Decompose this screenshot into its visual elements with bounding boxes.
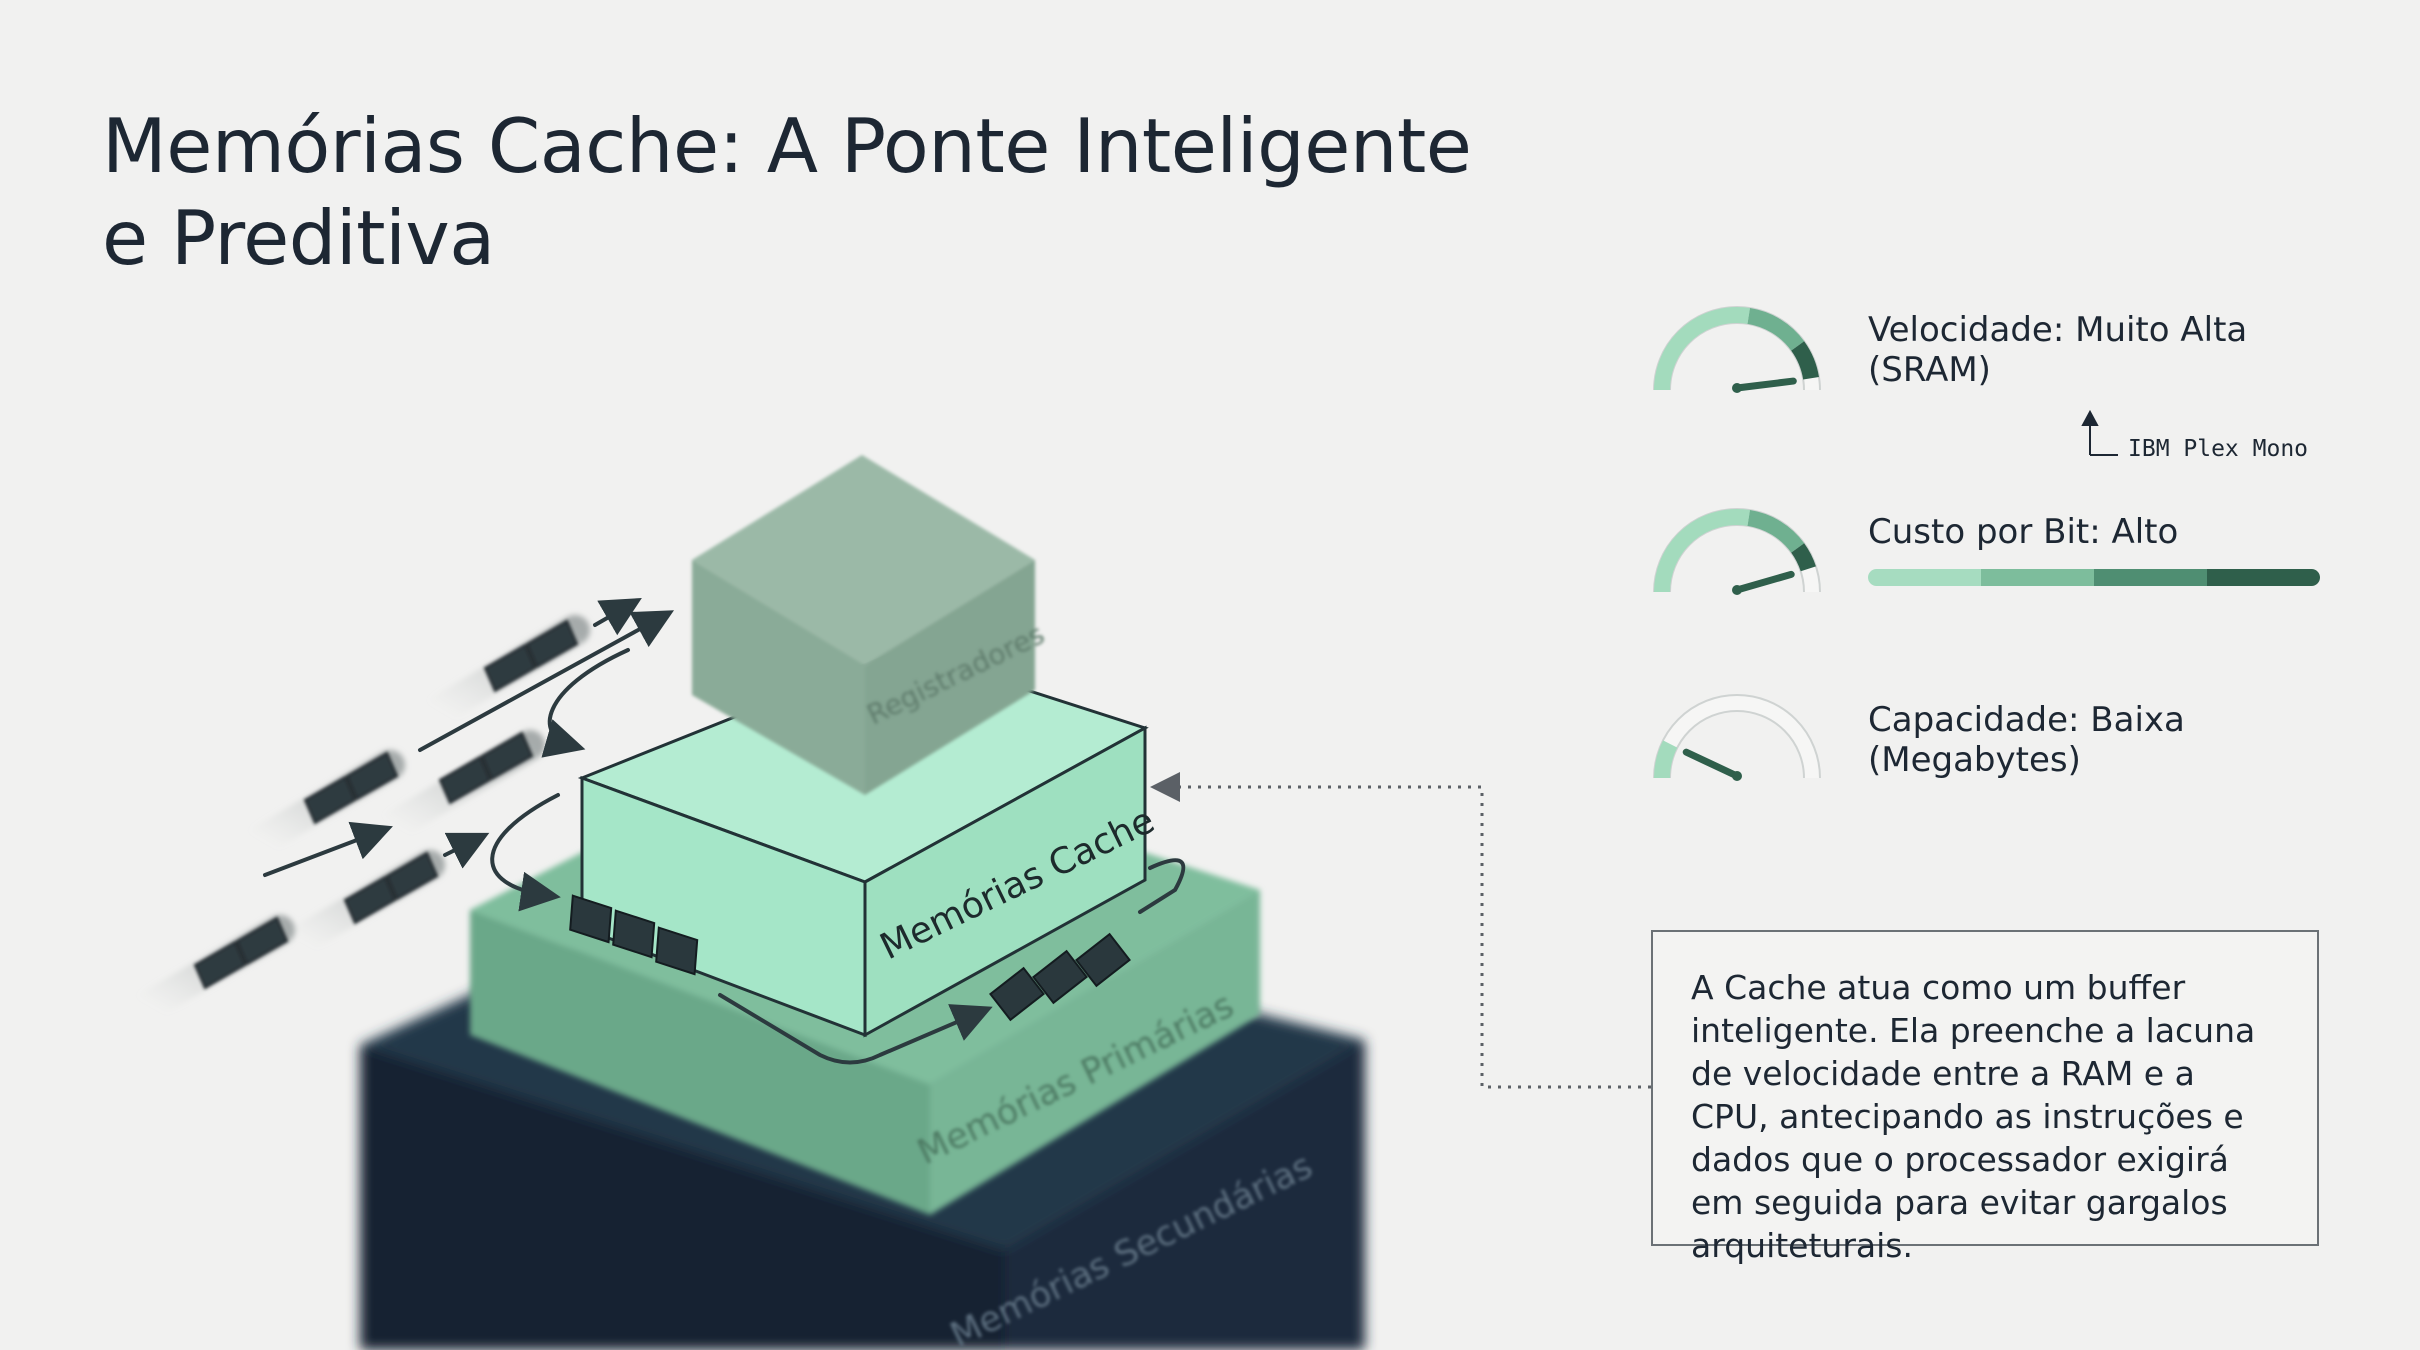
title-line-1: Memórias Cache: A Ponte Inteligente — [102, 102, 1472, 190]
cost-bar-segment — [2207, 569, 2320, 586]
metric-capacity-line1: Capacidade: Baixa — [1868, 700, 2185, 740]
slide-title: Memórias Cache: A Ponte Inteligente e Pr… — [102, 100, 1472, 284]
metric-speed-label: Velocidade: Muito Alta (SRAM) — [1868, 310, 2247, 390]
gauge-needle — [1733, 570, 1795, 594]
title-line-2: e Preditiva — [102, 194, 495, 282]
cache-data-blocks — [569, 894, 1131, 1022]
metric-cost-line1: Custo por Bit: Alto — [1868, 512, 2179, 552]
gauge-hub — [1732, 771, 1742, 781]
gauge-arc — [1653, 694, 1821, 779]
tier-registers — [692, 455, 1035, 795]
gauge-arc — [1747, 308, 1805, 351]
metric-capacity-line2: (Megabytes) — [1868, 740, 2081, 780]
metric-cost-label: Custo por Bit: Alto — [1868, 512, 2178, 552]
cost-scale-bar — [1868, 569, 2320, 586]
cost-bar-segment — [1868, 569, 1981, 586]
gauge-arc — [1791, 543, 1816, 572]
gauge-arc — [1747, 510, 1805, 553]
data-block-group — [193, 619, 579, 990]
metric-gauges — [1653, 306, 1821, 781]
metric-capacity-label: Capacidade: Baixa (Megabytes) — [1868, 700, 2185, 780]
gauge-arc — [1654, 740, 1678, 779]
metric-speed-line1: Velocidade: Muito Alta — [1868, 310, 2248, 350]
incoming-data-streams — [135, 615, 590, 1020]
gauge-needle — [1733, 377, 1797, 392]
cost-bar-segment — [1981, 569, 2094, 586]
metric-speed-line2: (SRAM) — [1868, 350, 1991, 390]
gauge-arc — [1654, 509, 1750, 593]
info-text: A Cache atua como um buffer inteligente.… — [1691, 968, 2256, 1265]
info-box: A Cache atua como um buffer inteligente.… — [1651, 930, 2319, 1265]
gauge-arc — [1654, 307, 1750, 391]
cost-bar-segment — [2094, 569, 2207, 586]
gauge-arc — [1791, 341, 1819, 380]
font-note: IBM Plex Mono — [2128, 436, 2309, 462]
gauge-hub — [1732, 585, 1742, 595]
gauge-hub — [1732, 383, 1742, 393]
data-flow-arrows — [263, 598, 1186, 1065]
gauge-needle — [1682, 748, 1741, 780]
font-note-arrow — [2081, 409, 2118, 456]
